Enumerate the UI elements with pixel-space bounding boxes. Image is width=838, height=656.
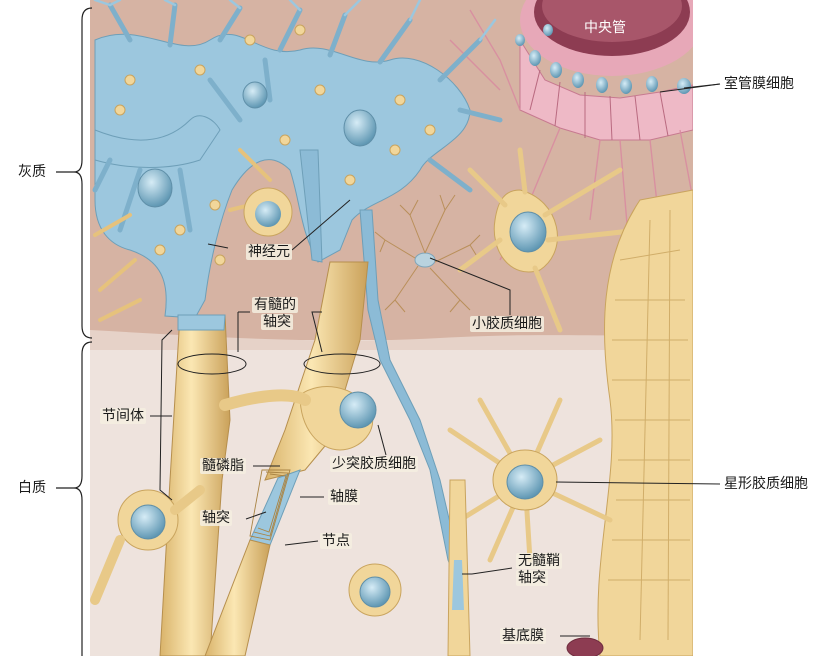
label-myelin: 髓磷脂 xyxy=(200,458,246,474)
gray-matter-bracket xyxy=(56,8,92,338)
label-internode: 节间体 xyxy=(100,408,146,424)
bottom-glia xyxy=(349,564,401,616)
label-ependymal-cell: 室管膜细胞 xyxy=(724,76,794,92)
label-astrocyte: 星形胶质细胞 xyxy=(724,476,808,492)
label-myelinated-axon-2: 轴突 xyxy=(261,314,293,330)
label-gray-matter: 灰质 xyxy=(18,164,46,180)
label-basement-membrane: 基底膜 xyxy=(500,628,546,644)
label-axolemma: 轴膜 xyxy=(328,489,360,505)
gray-glia-cell xyxy=(244,188,292,236)
label-myelinated-axon-1: 有髓的 xyxy=(252,297,298,313)
label-microglia: 小胶质细胞 xyxy=(470,316,544,332)
label-axon: 轴突 xyxy=(200,510,232,526)
label-white-matter: 白质 xyxy=(18,480,46,496)
label-unmyelinated-1: 无髓鞘 xyxy=(516,553,562,569)
label-unmyelinated-2: 轴突 xyxy=(516,570,548,586)
label-oligodendrocyte: 少突胶质细胞 xyxy=(330,456,418,472)
label-central-canal: 中央管 xyxy=(584,20,626,36)
white-matter-bracket xyxy=(56,342,92,656)
label-neuron: 神经元 xyxy=(246,244,292,260)
label-node: 节点 xyxy=(320,533,352,549)
